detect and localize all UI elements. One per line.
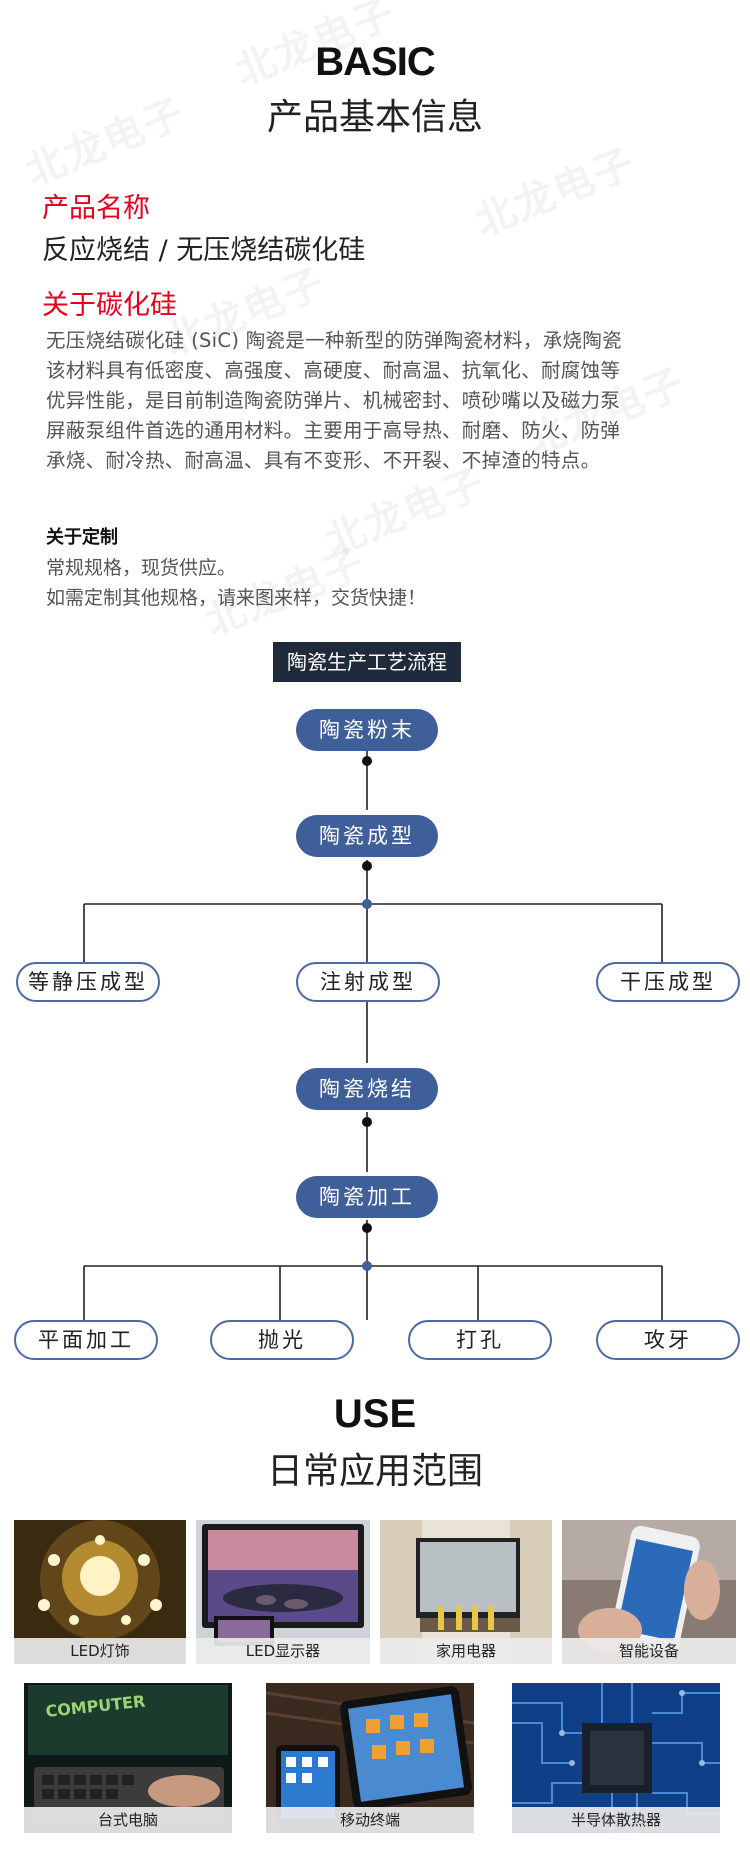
flow-dot: [362, 1223, 372, 1233]
tile-mobile-terminal: 移动终端: [266, 1683, 474, 1833]
flow-branch-isostatic: 等静压成型: [16, 962, 160, 1002]
tile-home-appliance: 家用电器: [380, 1520, 552, 1664]
use-subtitle: 日常应用范围: [266, 1451, 483, 1492]
tile-smart-device: 智能设备: [562, 1520, 736, 1664]
tile-semiconductor-heatsink: 半导体散热器: [512, 1683, 720, 1833]
tile-label: 智能设备: [562, 1638, 736, 1664]
flow-step-powder: 陶瓷粉末: [296, 709, 438, 751]
flow-branch-injection: 注射成型: [296, 962, 440, 1002]
flow-step-machining: 陶瓷加工: [296, 1176, 438, 1218]
tile-label: LED灯饰: [14, 1638, 186, 1664]
flow-dot: [362, 861, 372, 871]
about-line: 无压烧结碳化硅 (SiC) 陶瓷是一种新型的防弹陶瓷材料，承烧陶瓷: [46, 329, 622, 352]
tile-led-lighting: LED灯饰: [14, 1520, 186, 1664]
about-heading: 关于碳化硅: [42, 290, 177, 321]
about-line: 承烧、耐冷热、耐高温、具有不变形、不开裂、不掉渣的特点。: [46, 449, 601, 472]
tile-label: LED显示器: [196, 1638, 370, 1664]
tile-label: 台式电脑: [24, 1807, 232, 1833]
flow-dot: [362, 1117, 372, 1127]
about-line: 屏蔽泵组件首选的通用材料。主要用于高导热、耐磨、防火、防弹: [46, 419, 621, 442]
tile-label: 半导体散热器: [512, 1807, 720, 1833]
about-description: 无压烧结碳化硅 (SiC) 陶瓷是一种新型的防弹陶瓷材料，承烧陶瓷 该材料具有低…: [46, 326, 706, 476]
flow-branch-polish: 抛光: [210, 1320, 354, 1360]
use-title: USE: [333, 1392, 417, 1436]
tile-led-display: LED显示器: [196, 1520, 370, 1664]
basic-subtitle: 产品基本信息: [266, 97, 483, 138]
tile-label: 家用电器: [380, 1638, 552, 1664]
flow-junction-dot: [362, 1261, 372, 1271]
flow-step-sintering: 陶瓷烧结: [296, 1068, 438, 1110]
flow-branch-drill: 打孔: [408, 1320, 552, 1360]
about-line: 优异性能，是目前制造陶瓷防弹片、机械密封、喷砂嘴以及磁力泵: [46, 389, 621, 412]
basic-title: BASIC: [315, 40, 435, 84]
product-name-heading: 产品名称: [42, 193, 150, 224]
custom-line: 常规规格，现货供应。: [46, 557, 237, 579]
product-name-value: 反应烧结 / 无压烧结碳化硅: [42, 235, 366, 266]
tablet-image: [266, 1683, 474, 1833]
flow-title: 陶瓷生产工艺流程: [273, 642, 461, 682]
custom-heading: 关于定制: [46, 527, 118, 548]
custom-line: 如需定制其他规格，请来图来样，交货快捷！: [46, 587, 427, 609]
flow-dot: [362, 756, 372, 766]
flow-junction-dot: [362, 899, 372, 909]
about-line: 该材料具有低密度、高强度、高硬度、耐高温、抗氧化、耐腐蚀等: [46, 359, 621, 382]
flow-step-forming: 陶瓷成型: [296, 815, 438, 857]
flow-branch-dry-press: 干压成型: [596, 962, 740, 1002]
flow-connectors: [83, 750, 663, 1320]
flow-branch-surface: 平面加工: [14, 1320, 158, 1360]
tile-label: 移动终端: [266, 1807, 474, 1833]
tile-desktop-computer: COMPUTER 台式电脑: [24, 1683, 232, 1833]
flow-branch-tap: 攻牙: [596, 1320, 740, 1360]
